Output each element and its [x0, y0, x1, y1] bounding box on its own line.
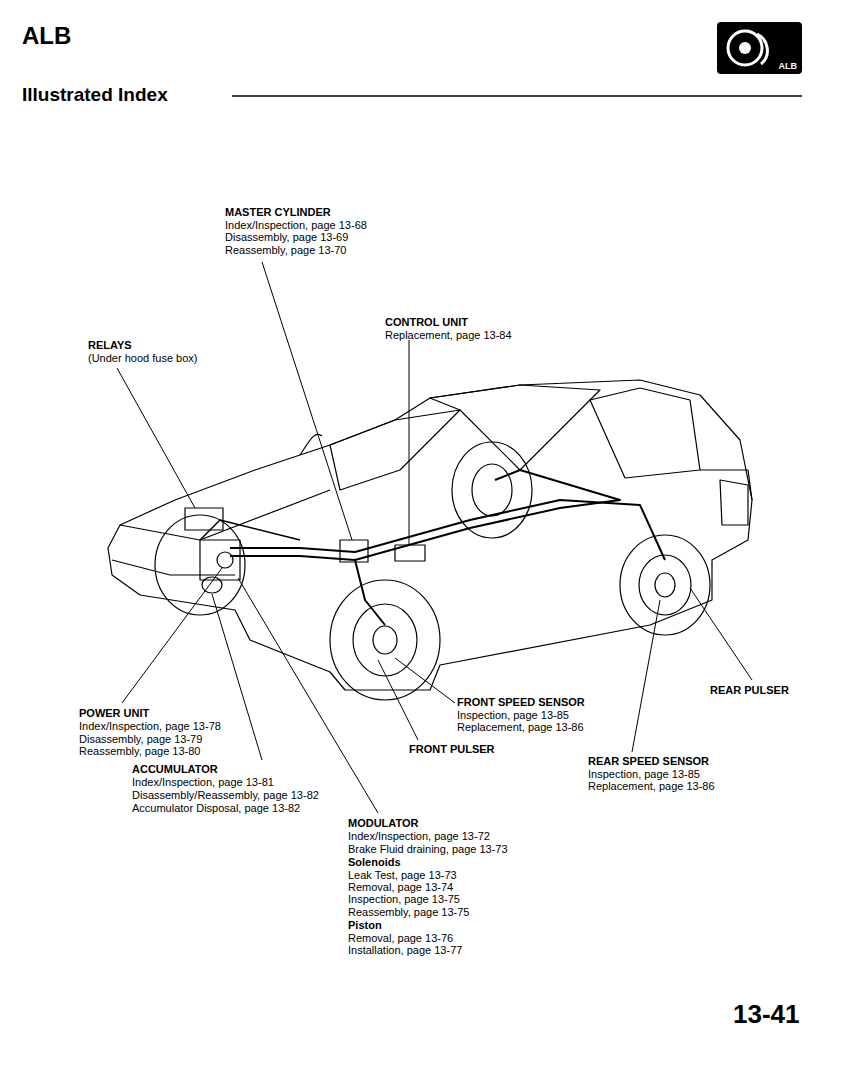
rear-hub [655, 573, 675, 597]
front-wheel [330, 580, 440, 700]
callout-text: Index/Inspection, page 13-78 [79, 720, 221, 733]
callout-text: Reassembly, page 13-75 [348, 906, 469, 919]
side-window [430, 385, 600, 470]
rear-disc [639, 555, 691, 615]
callout-text: Accumulator Disposal, page 13-82 [132, 802, 300, 815]
callout-text: (Under hood fuse box) [88, 352, 197, 365]
callout-text: Reassembly, page 13-70 [225, 244, 346, 257]
callout-heading: CONTROL UNIT [385, 316, 468, 329]
callout-text: Inspection, page 13-85 [588, 768, 700, 781]
brake-line [230, 500, 665, 560]
modulator [200, 540, 240, 580]
callout-heading: 13-41 [733, 1000, 800, 1030]
hood-line [120, 490, 330, 540]
callout-text: Inspection, page 13-75 [348, 893, 460, 906]
callout-text: Disassembly, page 13-69 [225, 231, 348, 244]
header-rule [232, 95, 802, 97]
front-hub [373, 626, 397, 654]
callout-text: Replacement, page 13-86 [457, 721, 584, 734]
brake-line [230, 470, 620, 560]
callout-text: Disassembly/Reassembly, page 13-82 [132, 789, 319, 802]
callout-text: Reassembly, page 13-80 [79, 745, 200, 758]
rear-wheel [620, 535, 710, 635]
power-unit [217, 552, 233, 568]
callout-heading: REAR SPEED SENSOR [588, 755, 709, 768]
callout-text: Leak Test, page 13-73 [348, 869, 457, 882]
callout-text: Brake Fluid draining, page 13-73 [348, 843, 508, 856]
callout-text: Index/Inspection, page 13-81 [132, 776, 274, 789]
callout-text: Disassembly, page 13-79 [79, 733, 202, 746]
section-icon: ALB [717, 22, 802, 74]
callout-heading: Piston [348, 919, 382, 932]
relay-box [185, 508, 223, 530]
icon-label: ALB [779, 61, 798, 71]
callout-text: Removal, page 13-76 [348, 932, 453, 945]
callout-heading: RELAYS [88, 339, 132, 352]
callout-heading: POWER UNIT [79, 707, 149, 720]
callout-text: Index/Inspection, page 13-68 [225, 219, 367, 232]
callout-heading: MASTER CYLINDER [225, 206, 331, 219]
bumper [112, 560, 235, 575]
callout-heading: ACCUMULATOR [132, 763, 218, 776]
windshield [330, 410, 460, 490]
callout-heading: REAR PULSER [710, 684, 789, 697]
tail-line [700, 470, 752, 500]
callout-text: Inspection, page 13-85 [457, 709, 569, 722]
callout-text: Removal, page 13-74 [348, 881, 453, 894]
callout-text: Index/Inspection, page 13-72 [348, 830, 490, 843]
callout-heading: FRONT PULSER [409, 743, 495, 756]
car-body [108, 380, 752, 690]
callout-text: Replacement, page 13-86 [588, 780, 715, 793]
page-title: Illustrated Index [22, 84, 168, 106]
front-disc [353, 604, 417, 676]
callout-text: Installation, page 13-77 [348, 944, 462, 957]
callout-heading: ALB [22, 22, 71, 50]
callout-text: Replacement, page 13-84 [385, 329, 512, 342]
callout-heading: MODULATOR [348, 817, 418, 830]
brake-line [355, 560, 385, 625]
tail-light [720, 480, 748, 525]
control-unit [395, 545, 425, 561]
far-rear-disc [472, 464, 512, 516]
callout-heading: FRONT SPEED SENSOR [457, 696, 585, 709]
rear-window [590, 388, 700, 478]
master-cylinder [340, 540, 368, 562]
callout-heading: Solenoids [348, 856, 401, 869]
